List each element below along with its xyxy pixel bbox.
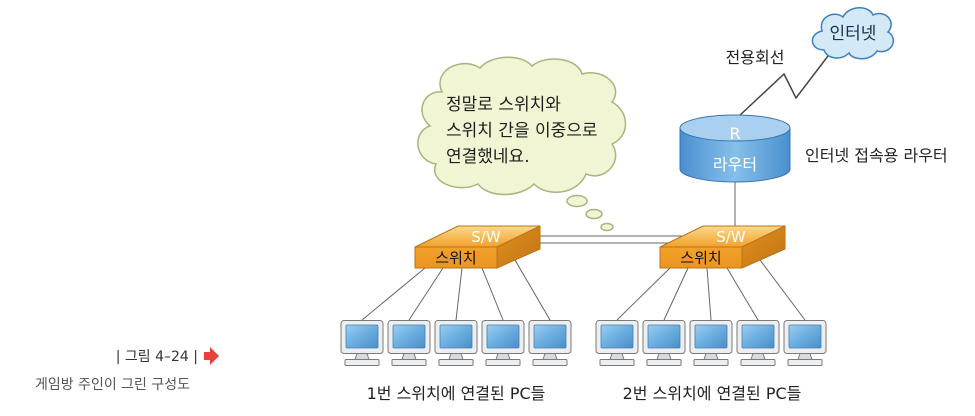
figure-title: 게임방 주인이 그린 구성도 [35, 377, 190, 393]
thought-dot-large [566, 194, 588, 208]
thought-bubble-shape [417, 56, 627, 196]
internet-label: 인터넷 [830, 24, 877, 44]
switch-1-pc-group [340, 320, 572, 366]
pc-icon [387, 320, 431, 366]
pc-group-1-label: 1번 스위치에 연결된 PC들 [367, 384, 546, 403]
pc-link [663, 267, 689, 321]
switch-front-label: 스위치 [435, 249, 476, 267]
red-arrow-icon [204, 347, 219, 365]
router: R 라우터 [679, 114, 791, 183]
router-cylinder-body [679, 127, 791, 183]
switch-top-label: S/W [471, 228, 501, 246]
bubble-line-1: 정말로 스위치와 [446, 95, 561, 115]
thought-dot-small [600, 222, 614, 232]
pc-link [726, 267, 759, 321]
pc-link [481, 267, 504, 321]
bubble-line-3: 연결했네요. [446, 147, 530, 167]
pc-icon [340, 320, 384, 366]
router-label: 라우터 [713, 155, 757, 174]
figure-caption: | 그림 4–24 | 게임방 주인이 그린 구성도 [35, 347, 219, 393]
leased-line-link [737, 55, 829, 118]
switch-2-pc-group [595, 320, 827, 366]
pc-link [514, 259, 551, 321]
pc-link [616, 267, 671, 321]
pc-link [706, 267, 712, 321]
switch-2-pc-links [616, 259, 806, 321]
pc-icon [481, 320, 525, 366]
leased-line-label: 전용회선 [726, 48, 785, 67]
pc-icon [689, 320, 733, 366]
pc-link [361, 267, 426, 321]
pc-icon [528, 320, 572, 366]
pc-icon [595, 320, 639, 366]
bubble-line-2: 스위치 간을 이중으로 [446, 121, 598, 141]
pc-link [455, 267, 463, 321]
thought-bubble: 정말로 스위치와 스위치 간을 이중으로 연결했네요. [417, 56, 627, 232]
router-symbol: R [729, 124, 740, 143]
router-caption: 인터넷 접속용 라우터 [805, 146, 948, 165]
thought-dot-medium [585, 208, 603, 220]
pc-icon [736, 320, 780, 366]
cloud-icon [811, 7, 895, 60]
pc-icon [434, 320, 478, 366]
pc-group-2-label: 2번 스위치에 연결된 PC들 [623, 384, 802, 403]
internet-cloud: 인터넷 [811, 7, 895, 60]
figure-number: | 그림 4–24 | [116, 349, 198, 365]
switch-1-pc-links [361, 259, 551, 321]
router-cylinder-top [679, 114, 791, 142]
pc-link [759, 259, 806, 321]
switch-front-face [414, 246, 498, 269]
pc-icon [783, 320, 827, 366]
switch-top-label: S/W [716, 228, 746, 246]
switch-front-face [659, 246, 743, 269]
switch-2: S/W 스위치 [659, 225, 786, 269]
pc-link [408, 267, 444, 321]
pc-icon [642, 320, 686, 366]
switch-front-label: 스위치 [680, 249, 721, 267]
switch-1: S/W 스위치 [414, 225, 541, 269]
